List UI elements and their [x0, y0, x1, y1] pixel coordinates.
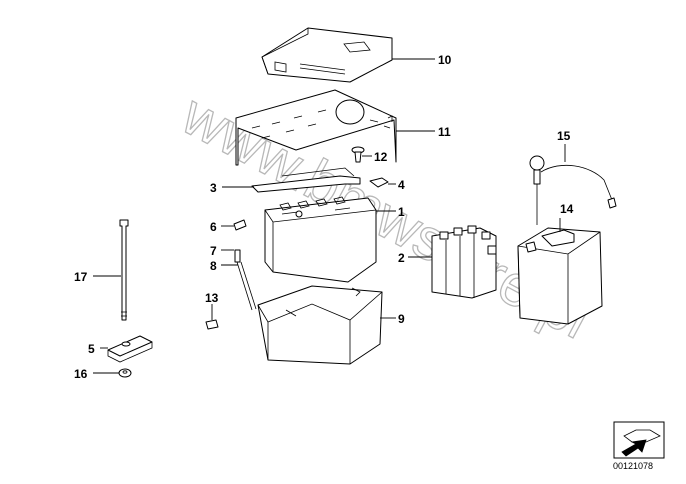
acid-bottles: [431, 225, 497, 299]
callout-9: 9: [398, 312, 405, 326]
screw: [351, 146, 365, 163]
callout-6: 6: [210, 220, 217, 234]
callout-1: 1: [398, 205, 405, 219]
battery-cover: [261, 27, 393, 83]
clamp-clip: [369, 177, 389, 188]
hold-down-rod: [119, 219, 129, 321]
hold-down-clamp: [251, 167, 361, 193]
leader-lines: [93, 58, 566, 374]
mounting-bracket: [107, 335, 153, 363]
callout-14: 14: [560, 202, 574, 216]
reference-number: 00121078: [613, 461, 653, 471]
callout-13: 13: [205, 291, 219, 305]
callout-2: 2: [398, 251, 405, 265]
callouts: 10 11 12 3 4 1 6 7 8 2 9 13 17 5 16 14 1…: [74, 53, 574, 381]
callout-12: 12: [374, 150, 388, 164]
battery-bracket: [235, 89, 397, 166]
callout-15: 15: [557, 129, 571, 143]
callout-10: 10: [438, 53, 452, 67]
plug: [205, 319, 219, 330]
callout-3: 3: [210, 181, 217, 195]
callout-16: 16: [74, 367, 88, 381]
nut: [118, 368, 132, 378]
arrow-reference-icon: [613, 421, 665, 459]
vent-screw: [233, 219, 247, 231]
callout-11: 11: [438, 125, 451, 139]
hydrometer: [529, 155, 617, 225]
callout-5: 5: [88, 342, 95, 356]
battery: [264, 196, 377, 283]
callout-17: 17: [74, 270, 88, 284]
water-canister: [517, 227, 603, 325]
callout-8: 8: [210, 259, 217, 273]
callout-4: 4: [398, 178, 405, 192]
battery-tray: [257, 285, 383, 365]
callout-7: 7: [210, 244, 217, 258]
vent-hose: [234, 249, 257, 311]
